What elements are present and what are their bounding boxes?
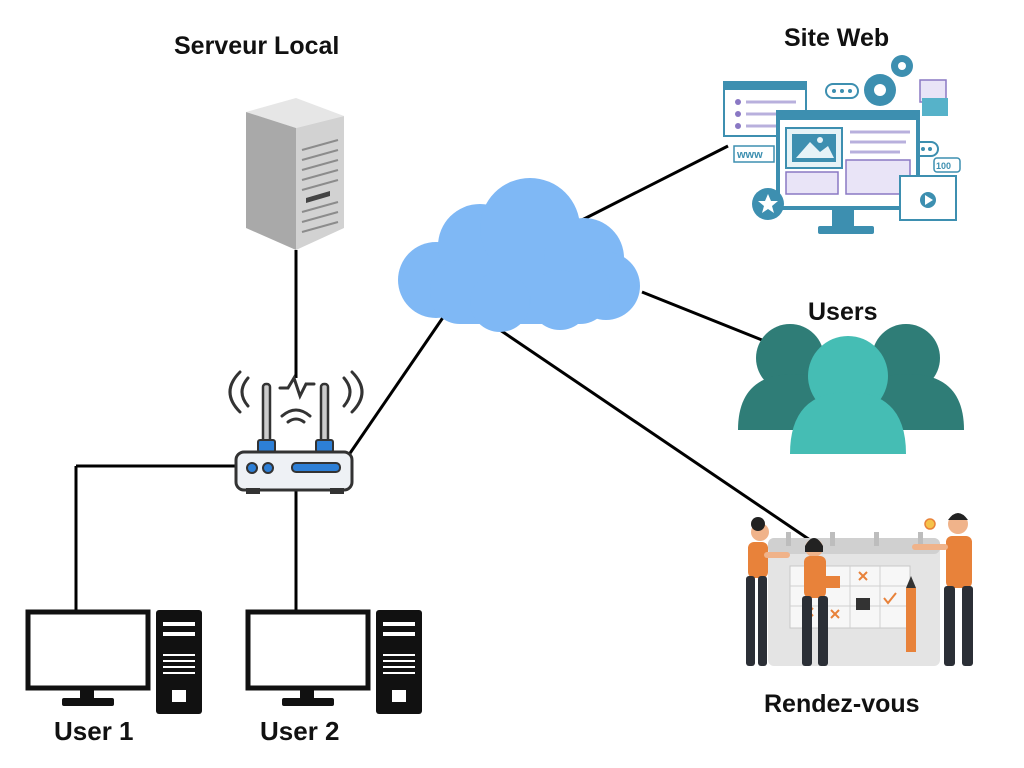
- website-illustration: www 100: [723, 55, 961, 234]
- computer-icon-user2: [245, 609, 422, 714]
- connection-lines: [74, 144, 811, 612]
- router-icon: [228, 370, 364, 494]
- appointment-planning-illustration: [746, 513, 973, 666]
- link-cloud-website: [577, 144, 729, 224]
- link-cloud-appointments: [499, 328, 811, 542]
- website-label: Site Web: [784, 24, 890, 52]
- server-label: Serveur Local: [174, 32, 340, 60]
- user1-label: User 1: [54, 716, 134, 746]
- cloud-icon: [398, 178, 640, 332]
- users-group-icon: [738, 324, 964, 454]
- users-label: Users: [808, 298, 878, 326]
- user2-label: User 2: [260, 716, 340, 746]
- likes-count: 100: [936, 161, 951, 171]
- link-router-cloud: [342, 315, 446, 463]
- www-label: www: [736, 149, 763, 161]
- appointments-label: Rendez-vous: [764, 690, 920, 718]
- link-cloud-users: [641, 290, 763, 342]
- server-tower-icon: [246, 98, 344, 250]
- computer-icon-user1: [25, 609, 202, 714]
